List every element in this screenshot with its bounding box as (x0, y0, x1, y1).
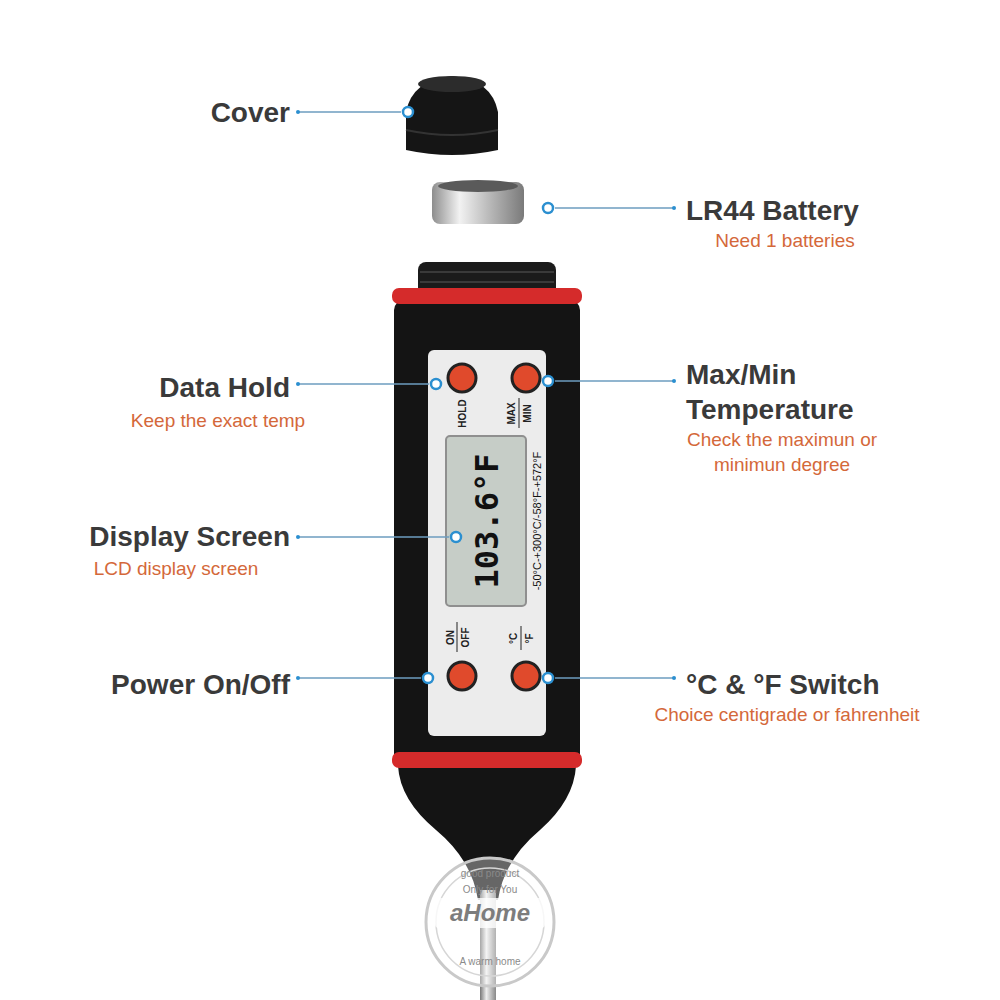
part-name: Display Screen (89, 519, 290, 554)
button-label: OFF (460, 627, 471, 647)
part-name: Data Hold (159, 370, 290, 405)
watermark: A warm home (459, 956, 520, 968)
button-label: MAX (505, 402, 516, 424)
part-note: Check the maximun or minimun degree (662, 427, 902, 477)
range-label: -50°C-+300°C/-58°F-+572°F (531, 452, 543, 591)
part-name: Power On/Off (111, 667, 290, 702)
button-label: MIN (522, 404, 533, 422)
button-label: HOLD (457, 399, 468, 427)
part-note: LCD display screen (94, 556, 259, 581)
leader-lines (298, 112, 674, 678)
battery (432, 180, 524, 224)
cover-cap (406, 76, 498, 155)
watermark: aHome (450, 899, 530, 927)
part-note: Need 1 batteries (715, 228, 854, 253)
part-name: Max/Min Temperature (686, 357, 901, 427)
button-label: ON (445, 630, 456, 645)
thermometer-body (392, 262, 582, 1000)
part-note: Keep the exact temp (131, 408, 305, 433)
part-name: LR44 Battery (686, 193, 859, 228)
leader-dots (403, 107, 553, 683)
watermark-seal (426, 858, 554, 986)
part-name: Cover (211, 95, 290, 130)
part-name: °C & °F Switch (686, 667, 880, 702)
leader-ends (296, 110, 676, 680)
lcd-reading: 103.6°F (469, 454, 505, 589)
watermark: good product (461, 868, 519, 880)
part-note: Choice centigrade or fahrenheit (654, 702, 919, 727)
button-label: °C (508, 632, 519, 643)
watermark: Only for You (463, 884, 517, 896)
button-label: °F (523, 633, 534, 643)
